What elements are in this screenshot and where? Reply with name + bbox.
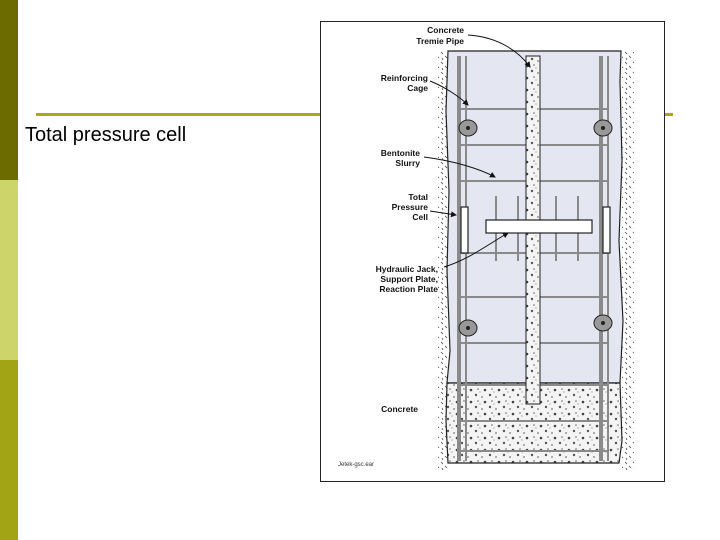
label-cell-line3: Cell: [412, 212, 428, 222]
soil-right: [622, 51, 634, 471]
label-jack-line2: Support Plate,: [380, 274, 438, 284]
label-jack-line3: Reaction Plate: [379, 284, 438, 294]
figure-credit: Jetek-gsc.ear: [338, 462, 374, 468]
leader-slurry: [423, 156, 496, 178]
label-cell-line2: Pressure: [392, 202, 429, 212]
pressure-cell-diagram: Concrete Tremie Pipe Reinforcing Cage Be…: [320, 21, 665, 482]
accent-bar-middle: [0, 180, 18, 360]
label-slurry-line1: Bentonite: [381, 148, 420, 158]
label-cage-line2: Cage: [407, 83, 428, 93]
label-concrete: Concrete: [381, 404, 418, 414]
soil-left: [438, 51, 448, 471]
label-tremie-line2: Tremie Pipe: [416, 36, 464, 46]
slide-title: Total pressure cell: [25, 124, 187, 146]
leader-jack: [443, 232, 509, 268]
concrete-zone: [445, 382, 623, 464]
accent-bar-top: [0, 0, 18, 180]
leader-cage: [429, 80, 469, 106]
label-tremie-line1: Concrete: [427, 25, 464, 35]
accent-bar-bottom: [0, 360, 18, 540]
label-cage-line1: Reinforcing: [381, 73, 428, 83]
label-slurry-line2: Slurry: [395, 158, 420, 168]
reaction-plate: [485, 219, 593, 234]
label-jack-line1: Hydraulic Jack,: [376, 264, 438, 274]
leader-cell: [429, 210, 457, 218]
label-cell-line1: Total: [408, 192, 428, 202]
pressure-cell-right: [602, 206, 611, 254]
pressure-cell-left: [460, 206, 469, 254]
leader-tremie: [467, 34, 531, 68]
